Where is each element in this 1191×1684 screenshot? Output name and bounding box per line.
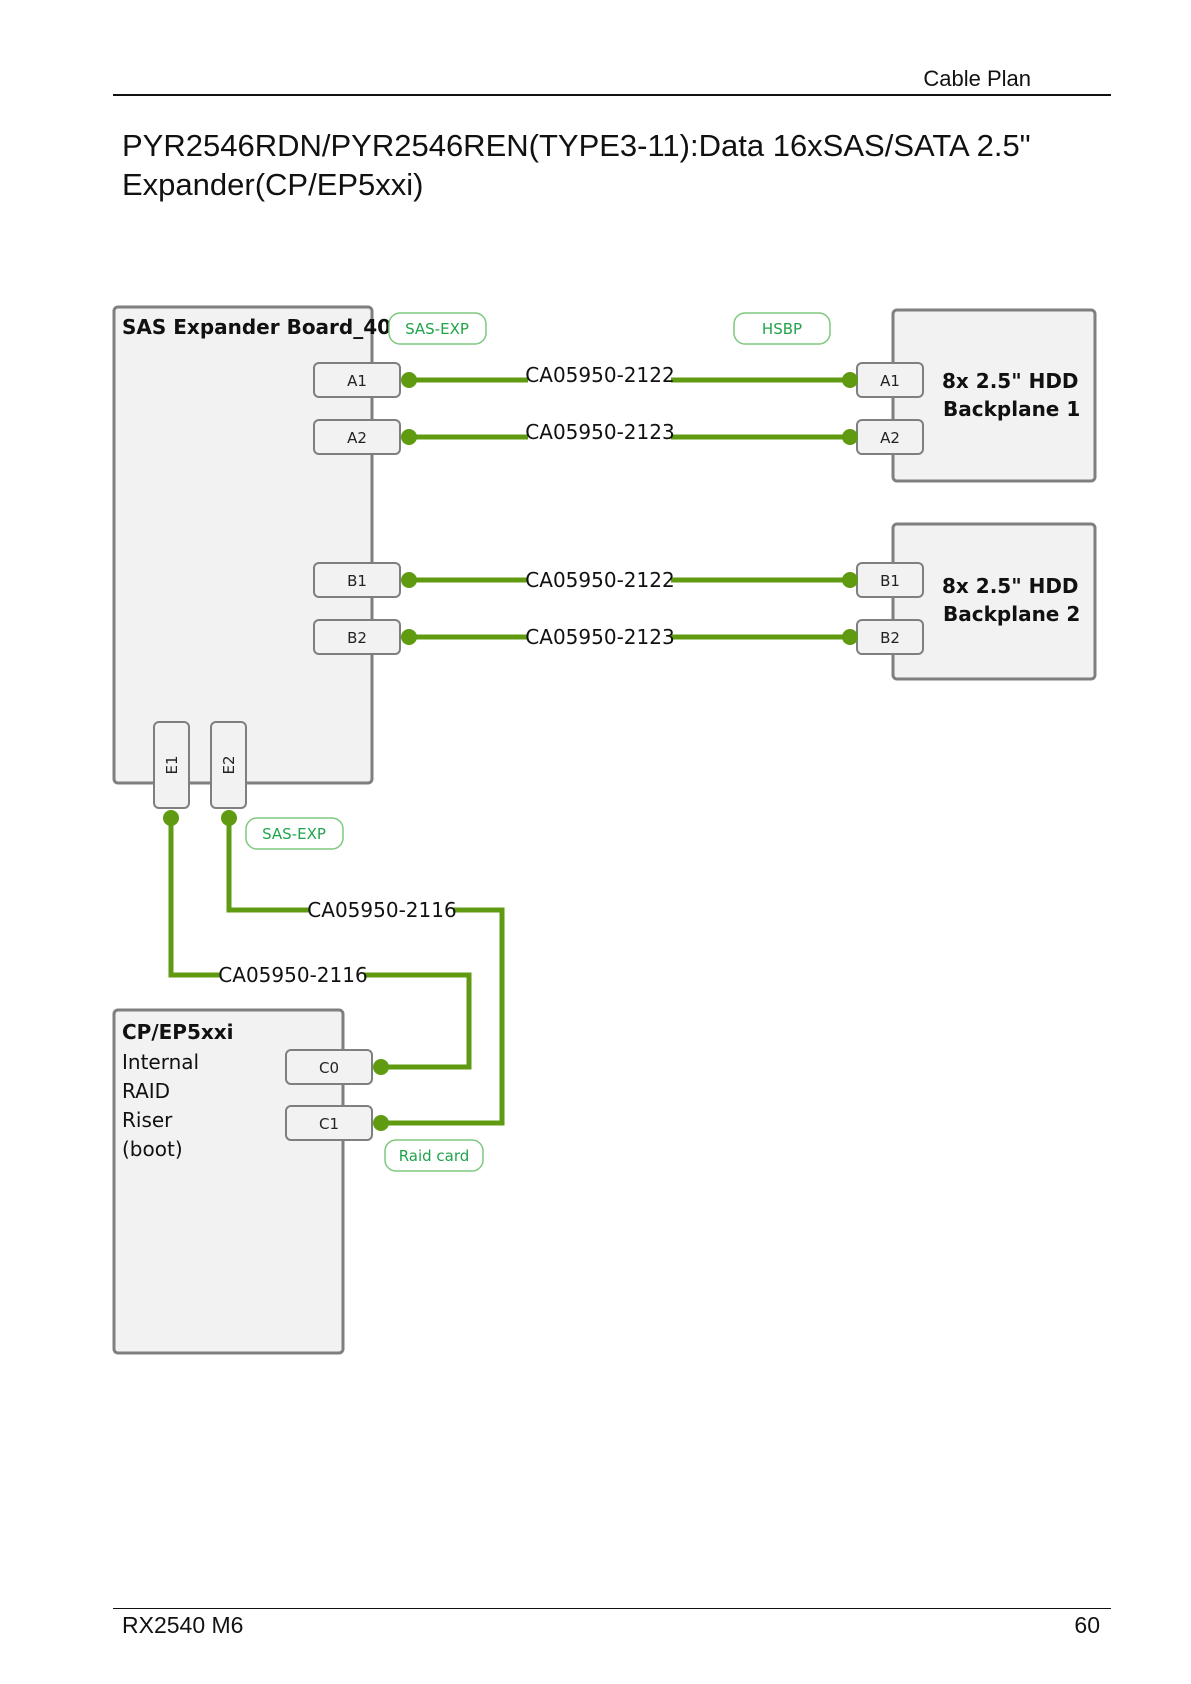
connector-dot-exp-b2 bbox=[401, 629, 417, 645]
raid-port-c1 bbox=[285, 1105, 373, 1141]
cable-label-e2: CA05950-2116 bbox=[307, 898, 456, 922]
page-title-line-1: PYR2546RDN/PYR2546REN(TYPE3-11):Data 16x… bbox=[122, 128, 1031, 163]
backplane-2-box bbox=[891, 522, 1097, 681]
connector-dot-exp-b1 bbox=[401, 572, 417, 588]
tag-sas-exp-bottom bbox=[245, 817, 344, 850]
cable-label-b1: CA05950-2122 bbox=[525, 568, 674, 592]
tag-sas-exp-bottom-text: SAS-EXP bbox=[262, 825, 326, 843]
cable-label-a2: CA05950-2123 bbox=[525, 420, 674, 444]
raid-port-c1-label: C1 bbox=[319, 1115, 339, 1133]
expander-board-title: SAS Expander Board_40 bbox=[122, 315, 391, 339]
backplane-1-port-a1-label: A1 bbox=[880, 372, 900, 390]
backplane-1-label-line1: 8x 2.5" HDD bbox=[942, 369, 1079, 393]
raid-riser-line-3: Riser bbox=[122, 1108, 173, 1132]
connector-dot-exp-e2 bbox=[221, 810, 237, 826]
cable-label-b2: CA05950-2123 bbox=[525, 625, 674, 649]
raid-port-c0-label: C0 bbox=[319, 1059, 339, 1077]
footer-page-number: 60 bbox=[1074, 1612, 1100, 1638]
connector-dot-exp-a1 bbox=[401, 372, 417, 388]
expander-port-b2 bbox=[313, 619, 401, 655]
expander-port-e2 bbox=[210, 721, 247, 809]
expander-port-a1 bbox=[313, 362, 401, 398]
connector-dot-exp-a2 bbox=[401, 429, 417, 445]
expander-port-b1 bbox=[313, 562, 401, 598]
footer-rule bbox=[113, 1608, 1111, 1609]
connector-dot-bp1-a2 bbox=[842, 429, 858, 445]
backplane-2-label-line1: 8x 2.5" HDD bbox=[942, 574, 1079, 598]
backplane-2-port-b1-label: B1 bbox=[880, 572, 900, 590]
expander-port-b2-label: B2 bbox=[347, 629, 367, 647]
tag-hsbp bbox=[733, 312, 831, 345]
raid-port-c0 bbox=[285, 1049, 373, 1085]
raid-riser-line-1: Internal bbox=[122, 1050, 199, 1074]
connector-dot-raid-c0 bbox=[373, 1059, 389, 1075]
page-title-line-2: Expander(CP/EP5xxi) bbox=[122, 167, 424, 202]
connector-dot-bp1-a1 bbox=[842, 372, 858, 388]
cable-label-b2-bg bbox=[528, 623, 671, 649]
expander-port-a2 bbox=[313, 419, 401, 455]
cable-label-a1: CA05950-2122 bbox=[525, 363, 674, 387]
connector-dot-bp2-b2 bbox=[842, 629, 858, 645]
backplane-2-port-b2-label: B2 bbox=[880, 629, 900, 647]
cable-label-a2-bg bbox=[528, 418, 671, 444]
backplane-1-label-line2: Backplane 1 bbox=[943, 397, 1080, 421]
tag-sas-exp-top-text: SAS-EXP bbox=[405, 320, 469, 338]
header-rule bbox=[113, 94, 1111, 96]
tag-raid-card-text: Raid card bbox=[399, 1147, 470, 1165]
expander-port-e2-label: E2 bbox=[220, 755, 238, 774]
connector-dot-exp-e1 bbox=[163, 810, 179, 826]
page-title: PYR2546RDN/PYR2546REN(TYPE3-11):Data 16x… bbox=[122, 126, 1122, 204]
connector-dot-raid-c1 bbox=[373, 1115, 389, 1131]
raid-riser-line-4: (boot) bbox=[122, 1137, 183, 1161]
raid-riser-line-2: RAID bbox=[122, 1079, 170, 1103]
expander-port-b1-label: B1 bbox=[347, 572, 367, 590]
cable-label-e2-bg bbox=[310, 897, 453, 923]
cable-label-b1-bg bbox=[528, 566, 671, 592]
raid-riser-box bbox=[112, 1008, 345, 1355]
connector-dot-bp2-b1 bbox=[842, 572, 858, 588]
cable-label-e1: CA05950-2116 bbox=[218, 963, 367, 987]
expander-port-a2-label: A2 bbox=[347, 429, 367, 447]
cable-label-a1-bg bbox=[528, 361, 671, 387]
expander-port-e1 bbox=[153, 721, 190, 809]
header-section-title: Cable Plan bbox=[923, 66, 1031, 91]
backplane-1-port-a2-label: A2 bbox=[880, 429, 900, 447]
footer-model: RX2540 M6 bbox=[122, 1612, 244, 1638]
cable-e1-c0 bbox=[168, 817, 472, 1070]
tag-raid-card bbox=[384, 1139, 484, 1172]
expander-port-a1-label: A1 bbox=[347, 372, 367, 390]
expander-port-e1-label: E1 bbox=[163, 755, 181, 774]
backplane-2-label-line2: Backplane 2 bbox=[943, 602, 1080, 626]
tag-hsbp-text: HSBP bbox=[762, 320, 802, 338]
tag-sas-exp-top bbox=[388, 312, 487, 345]
raid-riser-title: CP/EP5xxi bbox=[122, 1020, 234, 1044]
cable-e2-c1 bbox=[226, 817, 505, 1126]
cable-label-e1-bg bbox=[221, 962, 364, 988]
backplane-1-box bbox=[891, 308, 1097, 483]
